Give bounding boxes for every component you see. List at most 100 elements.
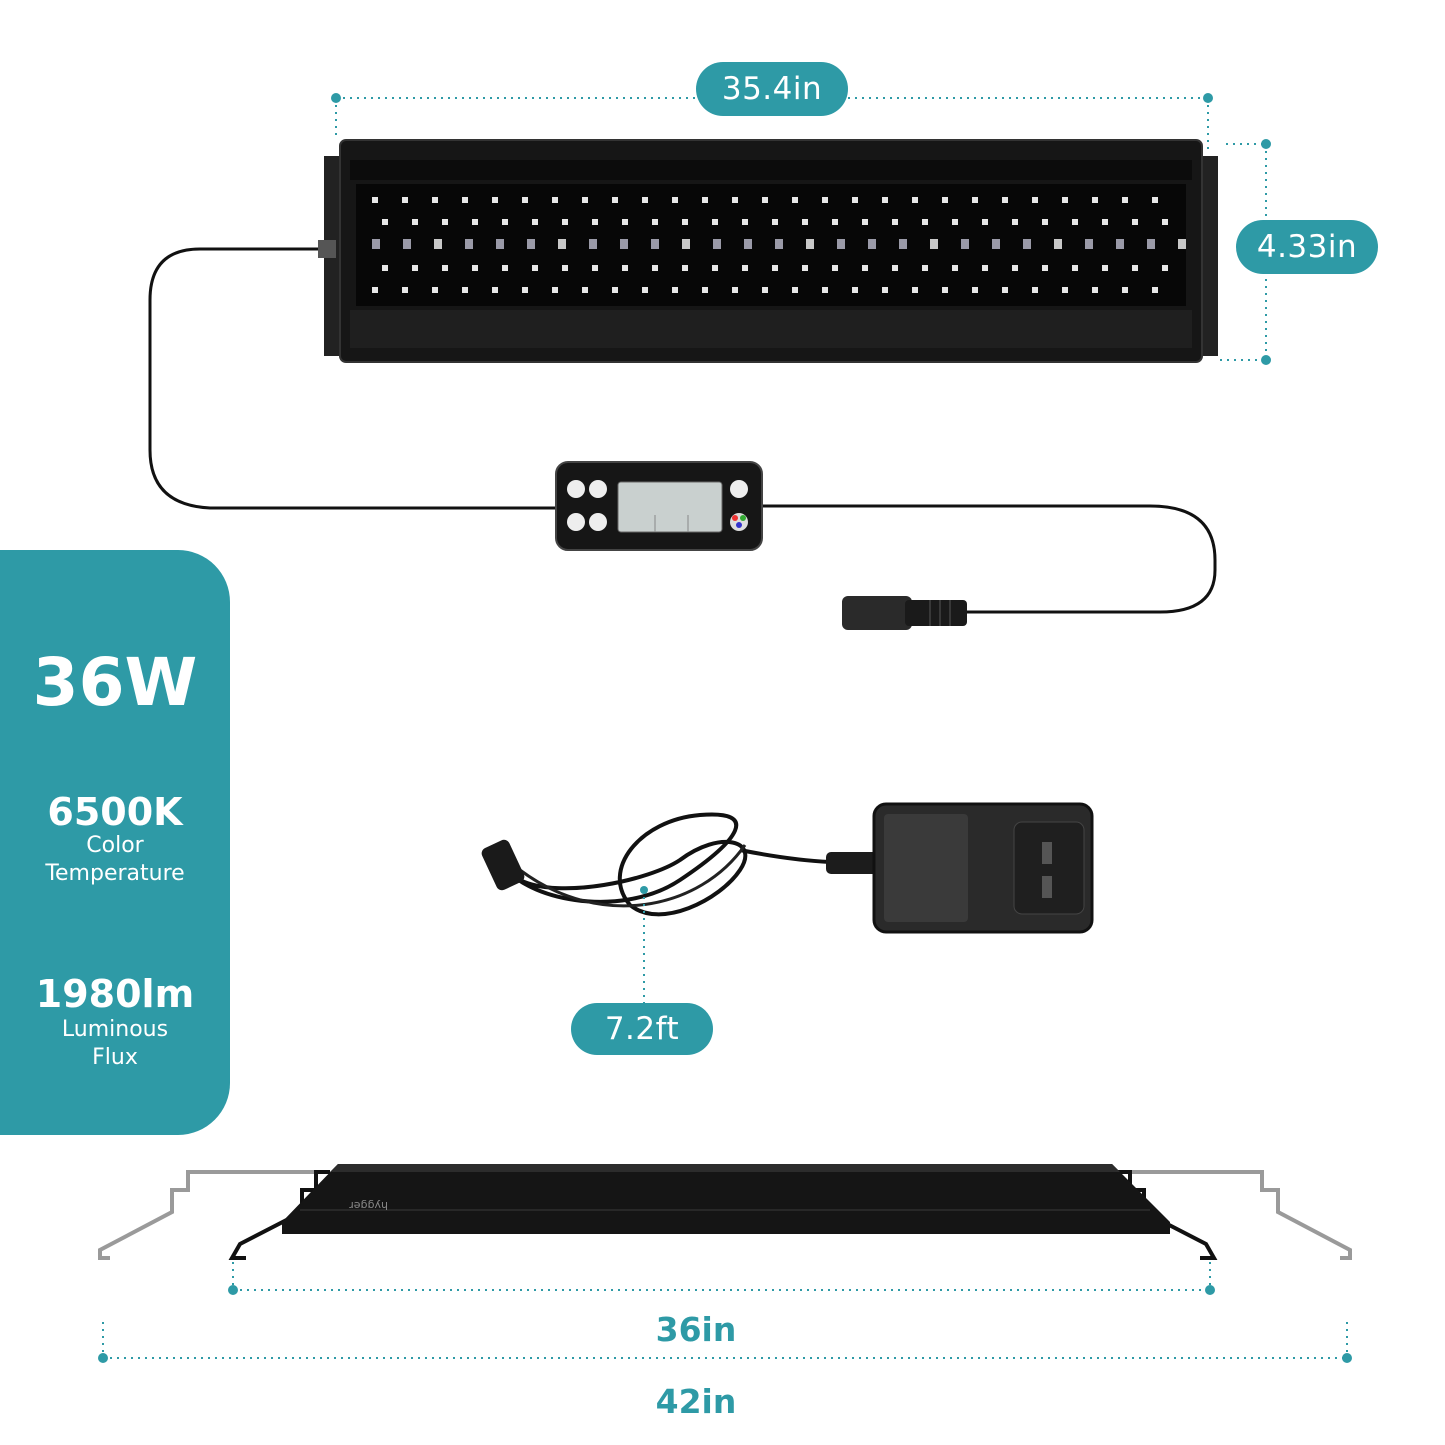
led-chip — [558, 239, 566, 249]
led-chip — [372, 287, 378, 293]
led-chip — [682, 265, 688, 271]
led-chip — [961, 239, 969, 249]
led-chip — [1178, 239, 1186, 249]
length-badge: 35.4in — [696, 62, 848, 116]
led-chip — [952, 219, 958, 225]
led-chip — [802, 219, 808, 225]
led-chip — [912, 197, 918, 203]
led-chip — [622, 265, 628, 271]
led-chip — [1062, 197, 1068, 203]
led-chip — [792, 197, 798, 203]
led-chip — [589, 239, 597, 249]
led-chip — [402, 197, 408, 203]
led-chip — [882, 287, 888, 293]
led-chip — [702, 197, 708, 203]
led-chip — [899, 239, 907, 249]
led-chip — [372, 197, 378, 203]
led-chip — [1032, 287, 1038, 293]
led-chip — [832, 265, 838, 271]
led-chip — [1102, 219, 1108, 225]
lumens-label-line2: Flux — [92, 1045, 138, 1070]
led-chip — [562, 219, 568, 225]
led-chip — [402, 287, 408, 293]
length-label: 35.4in — [721, 71, 823, 107]
led-chip — [942, 197, 948, 203]
led-chip — [532, 219, 538, 225]
led-chip — [620, 239, 628, 249]
led-chip — [862, 265, 868, 271]
led-chip — [892, 265, 898, 271]
led-chip — [1122, 197, 1128, 203]
led-chip — [1132, 265, 1138, 271]
led-chip — [472, 265, 478, 271]
led-chip — [552, 197, 558, 203]
lumens-value: 1980lm — [35, 972, 195, 1016]
led-chip — [852, 197, 858, 203]
led-chip — [972, 287, 978, 293]
led-array — [372, 197, 1186, 293]
led-chip — [1162, 219, 1168, 225]
led-chip — [1042, 219, 1048, 225]
spec-panel: 36W 6500K Color Temperature 1980lm Lumin… — [0, 550, 230, 1135]
lumens-label-line1: Luminous — [61, 1017, 169, 1042]
led-chip — [772, 265, 778, 271]
led-chip — [612, 197, 618, 203]
led-chip — [1062, 287, 1068, 293]
led-chip — [1152, 197, 1158, 203]
color-temp-label-line1: Color — [86, 833, 144, 858]
led-chip — [732, 197, 738, 203]
led-chip — [713, 239, 721, 249]
led-chip — [592, 219, 598, 225]
led-chip — [732, 287, 738, 293]
led-chip — [522, 197, 528, 203]
led-chip — [532, 265, 538, 271]
led-chip — [412, 265, 418, 271]
led-chip — [1092, 197, 1098, 203]
led-chip — [822, 197, 828, 203]
led-chip — [837, 239, 845, 249]
led-chip — [552, 287, 558, 293]
led-chip — [1102, 265, 1108, 271]
led-chip — [702, 287, 708, 293]
height-label: 4.33in — [1256, 229, 1358, 265]
led-chip — [652, 219, 658, 225]
led-chip — [382, 265, 388, 271]
led-chip — [465, 239, 473, 249]
led-chip — [892, 219, 898, 225]
led-chip — [1147, 239, 1155, 249]
led-chip — [582, 197, 588, 203]
svg-text:hygger: hygger — [349, 1199, 388, 1212]
led-chip — [982, 265, 988, 271]
color-temp-value: 6500K — [47, 790, 183, 834]
power-value: 36W — [32, 644, 198, 721]
led-chip — [672, 197, 678, 203]
led-chip — [1054, 239, 1062, 249]
led-chip — [434, 239, 442, 249]
dc-connector — [842, 596, 967, 630]
led-chip — [1042, 265, 1048, 271]
led-chip — [1023, 239, 1031, 249]
cable-connector — [318, 240, 336, 258]
led-chip — [744, 239, 752, 249]
led-chip — [651, 239, 659, 249]
led-chip — [372, 239, 380, 249]
led-chip — [442, 265, 448, 271]
led-chip — [802, 265, 808, 271]
height-dimension-line — [1220, 143, 1267, 361]
led-chip — [742, 265, 748, 271]
led-chip — [1132, 219, 1138, 225]
led-chip — [982, 219, 988, 225]
led-chip — [1092, 287, 1098, 293]
led-chip — [1122, 287, 1128, 293]
led-chip — [868, 239, 876, 249]
bracket-max-label: 42in — [655, 1382, 737, 1421]
led-chip — [492, 287, 498, 293]
led-chip — [992, 239, 1000, 249]
led-chip — [1002, 197, 1008, 203]
led-chip — [432, 287, 438, 293]
extended-bracket — [98, 1170, 1352, 1260]
led-chip — [772, 219, 778, 225]
led-chip — [882, 197, 888, 203]
led-chip — [942, 287, 948, 293]
